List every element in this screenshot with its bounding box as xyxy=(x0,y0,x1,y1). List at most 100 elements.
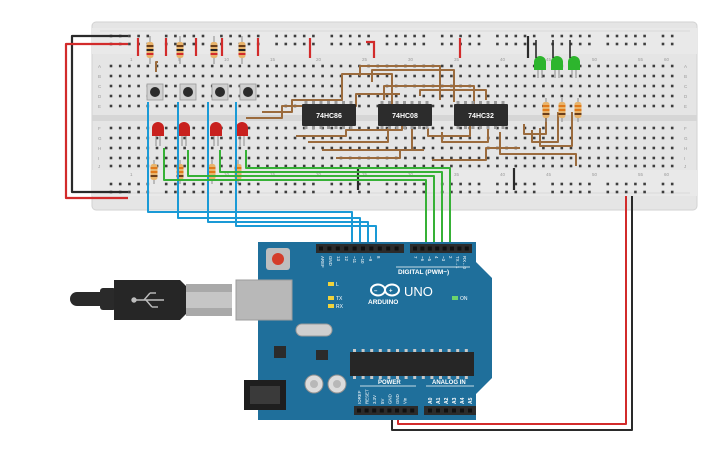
brown-wire[interactable] xyxy=(419,89,487,100)
chip-74hc08[interactable]: 74HC08 xyxy=(378,104,432,126)
brown-wire[interactable] xyxy=(383,85,475,104)
resistor[interactable] xyxy=(574,98,582,122)
brown-wire[interactable] xyxy=(308,128,389,143)
chip-74hc32[interactable]: 74HC32 xyxy=(454,104,508,126)
red-led[interactable] xyxy=(236,122,248,146)
row-letter: A xyxy=(98,64,101,69)
brown-wire[interactable] xyxy=(296,124,403,137)
rail-hole xyxy=(201,42,205,46)
red-led[interactable] xyxy=(178,122,190,146)
rail-hole xyxy=(348,190,352,194)
breadboard-hole xyxy=(183,74,186,78)
resistor[interactable] xyxy=(176,36,184,64)
chip-pin xyxy=(425,126,429,129)
breadboard-hole xyxy=(284,146,288,150)
black-rail-wire[interactable] xyxy=(70,34,128,194)
breadboard-hole xyxy=(560,164,564,168)
push-button[interactable] xyxy=(239,83,257,101)
breadboard-hole xyxy=(486,164,490,168)
brown-wire[interactable] xyxy=(531,112,559,143)
push-button[interactable] xyxy=(211,83,229,101)
led-wire[interactable] xyxy=(219,150,443,246)
push-button[interactable] xyxy=(146,83,164,101)
resistor[interactable] xyxy=(238,36,246,64)
breadboard-hole xyxy=(496,84,499,88)
breadboard-hole xyxy=(220,74,223,78)
brown-wire[interactable] xyxy=(539,112,573,147)
green-led[interactable] xyxy=(534,56,546,78)
rail-hole xyxy=(256,34,260,38)
breadboard-hole xyxy=(597,126,600,130)
breadboard-hole xyxy=(192,104,196,108)
row-letter: E xyxy=(684,104,687,109)
red-led[interactable] xyxy=(152,122,164,146)
green-led[interactable] xyxy=(568,56,580,78)
resistor[interactable] xyxy=(210,36,218,64)
resistor[interactable] xyxy=(542,98,550,122)
breadboard-hole xyxy=(468,146,472,150)
mcu-pin xyxy=(421,349,425,352)
breadboard-hole xyxy=(201,164,205,168)
rail-hole xyxy=(348,42,352,46)
l-label: L xyxy=(336,282,339,288)
rail-hole xyxy=(275,42,278,46)
resistor[interactable] xyxy=(146,36,154,64)
red-led[interactable] xyxy=(210,122,222,146)
pin-label: 12 xyxy=(344,256,349,261)
row-letters-bottom: F G H I J F G H I J xyxy=(98,126,688,169)
push-button[interactable] xyxy=(179,83,197,101)
brown-wire[interactable] xyxy=(441,128,489,143)
brown-wire[interactable] xyxy=(336,149,424,159)
usb-cable[interactable] xyxy=(70,280,232,320)
button-wire[interactable] xyxy=(177,102,361,246)
breadboard-hole xyxy=(394,74,398,78)
brown-wire[interactable] xyxy=(359,65,441,100)
brown-wire[interactable] xyxy=(262,73,393,113)
led-wire[interactable] xyxy=(245,150,451,246)
brown-wire[interactable] xyxy=(499,132,577,166)
breadboard-hole xyxy=(624,164,628,168)
reset-button[interactable] xyxy=(266,248,290,270)
resistor[interactable] xyxy=(150,160,158,184)
rail-jumper[interactable] xyxy=(366,40,376,58)
breadboard-hole xyxy=(256,136,260,140)
breadboard-hole xyxy=(358,84,361,88)
breadboard-hole xyxy=(652,164,656,168)
rail-hole xyxy=(670,34,674,38)
green-led[interactable] xyxy=(551,56,563,78)
rail-hole xyxy=(358,42,361,46)
button-wire[interactable] xyxy=(147,102,353,246)
column-number: 35 xyxy=(454,172,460,177)
resistor[interactable] xyxy=(558,98,566,122)
breadboard-hole xyxy=(128,126,131,130)
row-letter: E xyxy=(98,104,101,109)
chip-pin xyxy=(380,101,384,104)
breadboard-hole xyxy=(321,84,324,88)
button-wire[interactable] xyxy=(235,102,377,246)
breadboard-hole xyxy=(118,84,122,88)
rail-hole xyxy=(606,42,610,46)
mcu-pin xyxy=(413,349,417,352)
breadboard-hole xyxy=(606,164,610,168)
breadboard-hole xyxy=(670,64,674,68)
breadboard-hole xyxy=(578,74,582,78)
chip-pin xyxy=(349,101,353,104)
infinity-icon xyxy=(370,283,400,297)
breadboard-hole xyxy=(201,64,205,68)
led-wire[interactable] xyxy=(163,148,427,246)
brown-wire[interactable] xyxy=(523,112,547,135)
breadboard-hole xyxy=(174,94,177,98)
breadboard-hole xyxy=(376,126,380,130)
brown-wire[interactable] xyxy=(427,126,471,137)
brown-wire[interactable] xyxy=(155,61,158,72)
breadboard-hole xyxy=(266,64,269,68)
breadboard-hole xyxy=(505,84,508,88)
brown-wire[interactable] xyxy=(432,147,520,161)
led-wire[interactable] xyxy=(187,150,435,246)
button-wire[interactable] xyxy=(207,102,369,246)
breadboard-hole xyxy=(422,94,426,98)
red-rail-wire[interactable] xyxy=(64,42,128,200)
chip-74hc86[interactable]: 74HC86 xyxy=(302,104,356,126)
rail-hole xyxy=(192,34,196,38)
